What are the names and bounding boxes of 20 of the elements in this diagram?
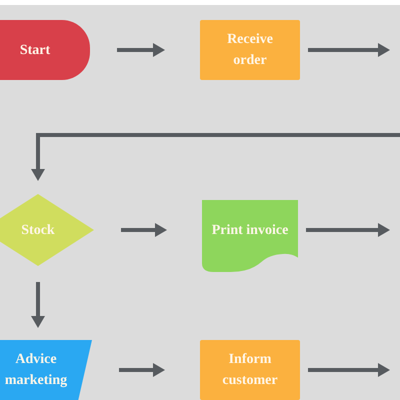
document-shape — [202, 200, 298, 272]
arrow — [117, 43, 165, 57]
arrow — [31, 133, 400, 181]
process-box — [200, 20, 300, 80]
arrow — [119, 363, 165, 377]
node-label: Inform customer — [221, 351, 279, 390]
decision-diamond — [0, 194, 94, 266]
start-terminal — [0, 20, 90, 80]
arrow — [306, 223, 390, 237]
node-label: Print invoice — [212, 222, 288, 240]
node-label: Advice marketing — [4, 351, 68, 390]
arrow — [31, 282, 45, 328]
arrow — [121, 223, 167, 237]
arrow — [308, 43, 390, 57]
arrow — [308, 363, 390, 377]
process-box — [200, 340, 300, 400]
node-label: Stock — [21, 222, 55, 240]
node-label: Start — [20, 42, 50, 60]
data-parallelogram — [0, 340, 92, 400]
node-label: Receive order — [226, 31, 274, 70]
